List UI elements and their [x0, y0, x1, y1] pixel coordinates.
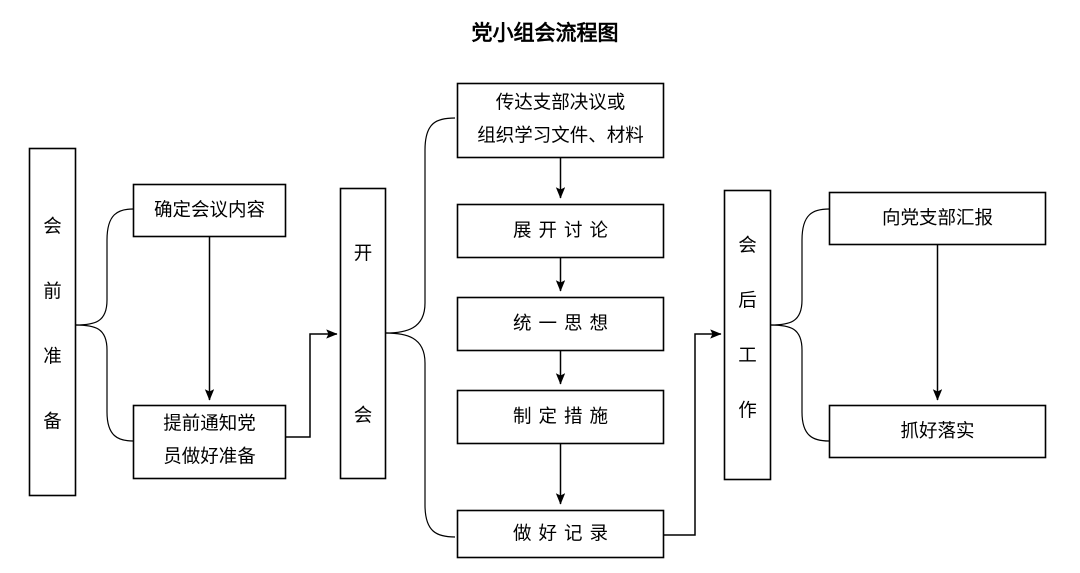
page-title: 党小组会流程图	[472, 21, 619, 45]
brace-pre-meeting-lower	[75, 324, 134, 442]
stage-post-meeting-box[interactable]	[723, 189, 772, 481]
node-convey-resolution-label-line1: 传达支部决议或	[496, 92, 626, 113]
node-notify-members-label-line1: 提前通知党	[163, 413, 256, 434]
node-discussion[interactable]	[456, 203, 665, 259]
brace-meeting-upper	[385, 117, 456, 334]
node-convey-resolution-label-line2: 组织学习文件、材料	[477, 125, 644, 146]
node-make-measures-label: 制定措施	[513, 406, 615, 427]
stage-post-meeting-char-0: 会	[738, 235, 757, 256]
node-implement[interactable]	[828, 404, 1047, 459]
stage-post-meeting-char-3: 作	[738, 400, 757, 421]
brace-pre-meeting-upper	[75, 208, 134, 326]
brace-post-meeting-lower	[770, 324, 830, 442]
node-keep-records-label: 做好记录	[513, 523, 615, 544]
stage-pre-meeting-char-1: 前	[43, 281, 62, 302]
node-confirm-content[interactable]	[132, 183, 287, 238]
node-keep-records[interactable]	[456, 509, 665, 559]
node-unify-thinking-label: 统一思想	[513, 313, 615, 334]
arrow-records-to-post-meeting	[663, 329, 722, 536]
node-report-branch-label: 向党支部汇报	[882, 208, 993, 229]
node-notify-members-label-line2: 员做好准备	[163, 446, 256, 467]
node-confirm-content-label: 确定会议内容	[154, 200, 265, 221]
stage-post-meeting-char-1: 后	[738, 290, 757, 311]
node-notify-members[interactable]	[132, 404, 287, 480]
node-implement-label: 抓好落实	[900, 421, 974, 442]
stage-pre-meeting-char-3: 备	[43, 411, 62, 432]
stage-meeting-box[interactable]	[339, 187, 387, 480]
stage-post-meeting-char-2: 工	[738, 346, 757, 366]
arrow-notify-to-meeting	[285, 329, 338, 438]
brace-post-meeting-upper	[770, 208, 830, 326]
node-make-measures[interactable]	[456, 389, 665, 445]
stage-meeting-char-1: 会	[354, 405, 373, 426]
brace-meeting-lower	[385, 332, 456, 538]
stage-pre-meeting-char-0: 会	[43, 216, 62, 237]
node-report-branch[interactable]	[828, 191, 1047, 246]
node-discussion-label: 展开讨论	[513, 220, 615, 241]
stage-pre-meeting-char-2: 准	[43, 346, 62, 367]
stage-meeting-char-0: 开	[354, 244, 373, 264]
stage-pre-meeting-box[interactable]	[28, 147, 77, 497]
